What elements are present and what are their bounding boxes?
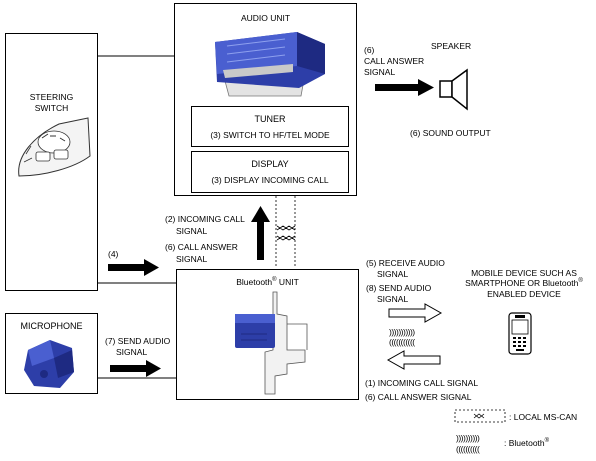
display-title: DISPLAY xyxy=(251,159,289,169)
receive-audio-line1: (5) RECEIVE AUDIO xyxy=(366,258,445,268)
steering-label-2: SWITCH xyxy=(34,103,69,113)
steering-label-1: STEERING xyxy=(29,92,74,102)
arrow-speaker-signal xyxy=(375,79,434,96)
speaker-title: SPEAKER xyxy=(431,41,472,51)
answer-signal-line2: SIGNAL xyxy=(176,254,208,264)
mic-send-line2: SIGNAL xyxy=(116,347,148,357)
microphone-image xyxy=(24,340,74,388)
ms-can-twist xyxy=(276,225,296,241)
ms-can-bus xyxy=(275,196,296,268)
legend-wave-right: )))))))))) xyxy=(456,433,480,443)
steering-switch-box: STEERING SWITCH xyxy=(5,33,98,291)
legend-can-label: : LOCAL MS-CAN xyxy=(509,412,578,422)
display-box: DISPLAY (3) DISPLAY INCOMING CALL xyxy=(191,151,349,193)
bt-wave-right: ))))))))))) xyxy=(389,327,415,337)
call-answer-signal: (6) CALL ANSWER SIGNAL xyxy=(365,392,472,402)
tuner-title: TUNER xyxy=(254,114,286,124)
speaker-signal-num: (6) xyxy=(364,45,375,55)
steering-bt-wire xyxy=(98,282,184,292)
display-desc: (3) DISPLAY INCOMING CALL xyxy=(211,175,329,185)
speaker-signal-line1: CALL ANSWER xyxy=(364,56,425,66)
bluetooth-unit-image xyxy=(235,291,308,395)
bt-wave-left: ((((((((((( xyxy=(389,337,415,347)
bluetooth-unit-box: Bluetooth® UNIT xyxy=(176,269,359,400)
send-audio-line1: (8) SEND AUDIO xyxy=(366,283,432,293)
legend-wave-left: (((((((((( xyxy=(456,444,480,454)
speaker-output: (6) SOUND OUTPUT xyxy=(410,128,491,138)
microphone-title: MICROPHONE xyxy=(20,321,83,331)
tuner-box: TUNER (3) SWITCH TO HF/TEL MODE xyxy=(191,106,349,147)
audio-unit-box: AUDIO UNIT TUNER (3) SWITCH TO HF/TEL MO… xyxy=(174,3,357,196)
arrow-up-signals xyxy=(251,206,270,260)
phone-icon xyxy=(508,312,532,355)
mobile-label-1: MOBILE DEVICE SUCH AS xyxy=(471,268,577,278)
mobile-label-2: SMARTPHONE OR Bluetooth® xyxy=(465,278,583,288)
speaker-icon xyxy=(439,68,468,111)
steering-audio-wire xyxy=(98,43,181,57)
mic-send-line1: (7) SEND AUDIO xyxy=(105,336,171,346)
incoming-signal-line2: SIGNAL xyxy=(176,226,208,236)
tuner-desc: (3) SWITCH TO HF/TEL MODE xyxy=(210,130,330,140)
speaker-signal-line2: SIGNAL xyxy=(364,67,396,77)
steering-signal-label: (4) xyxy=(108,249,119,259)
receive-audio-line2: SIGNAL xyxy=(377,269,409,279)
arrow-incoming-call xyxy=(386,350,441,370)
incoming-signal-line1: (2) INCOMING CALL xyxy=(165,214,245,224)
audio-unit-image xyxy=(215,32,325,97)
steering-switch-image xyxy=(18,117,91,177)
arrow-receive-audio xyxy=(388,303,443,323)
legend-bt-label: : Bluetooth® xyxy=(504,438,550,448)
legend-can-box xyxy=(454,409,506,423)
answer-signal-line1: (6) CALL ANSWER xyxy=(165,242,238,252)
microphone-box: MICROPHONE xyxy=(5,313,98,394)
incoming-call-signal: (1) INCOMING CALL SIGNAL xyxy=(365,378,479,388)
arrow-steering-signal xyxy=(108,259,159,276)
mobile-label-3: ENABLED DEVICE xyxy=(487,289,561,299)
arrow-mic-send xyxy=(110,360,161,377)
bluetooth-unit-title: Bluetooth® UNIT xyxy=(236,277,299,287)
send-audio-line2: SIGNAL xyxy=(377,294,409,304)
audio-unit-title: AUDIO UNIT xyxy=(240,13,291,23)
